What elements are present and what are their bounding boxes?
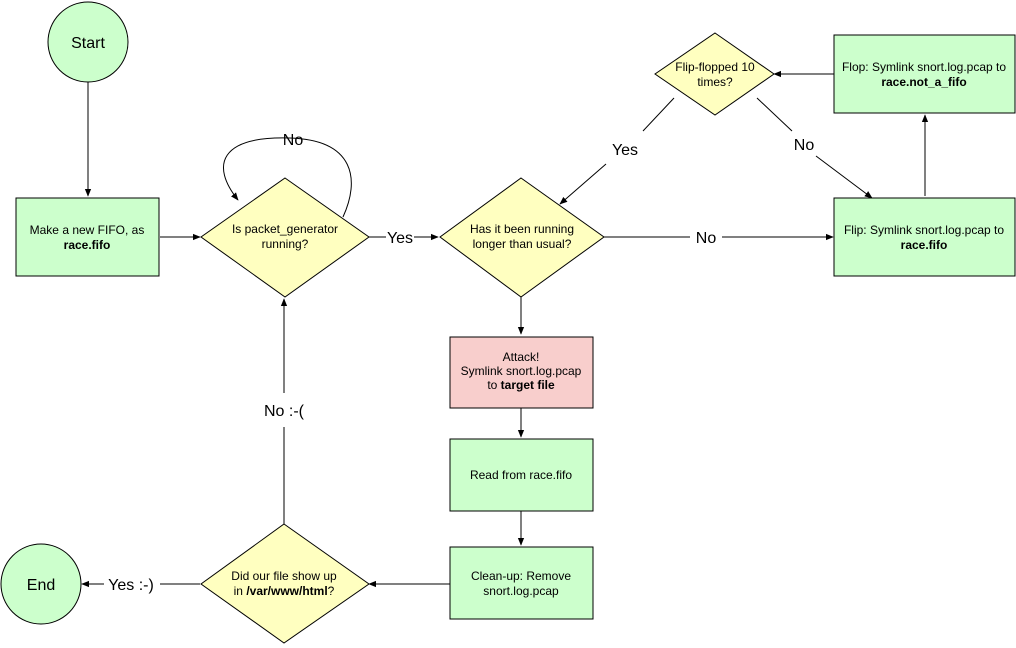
node-flop: Flop: Symlink snort.log.pcap to race.not…: [833, 34, 1016, 114]
flip-box: [833, 197, 1016, 277]
edge-flipflop-no-b: [815, 155, 873, 199]
file-show-line1: Did our file show up: [231, 569, 337, 583]
flop-line2: race.not_a_fifo: [881, 75, 966, 89]
attack-line1: Attack!: [503, 350, 540, 364]
edge-label-no-sad: No :-(: [264, 403, 305, 420]
running-longer-line2: longer than usual?: [473, 237, 572, 251]
node-file-show: Did our file show up in /var/www/html?: [200, 523, 370, 644]
flip-line2: race.fifo: [901, 238, 948, 252]
make-fifo-box: [15, 197, 160, 277]
file-show-diamond: [200, 523, 370, 644]
edge-label-yes-running: Yes: [387, 230, 413, 247]
is-running-line2: running?: [262, 237, 309, 251]
file-show-line2-path: /var/www/html: [246, 584, 327, 598]
edge-labels: No Yes No Yes No No :-( Yes :-): [108, 132, 814, 594]
node-cleanup: Clean-up: Remove snort.log.pcap: [449, 546, 594, 620]
flip-flopped-line1: Flip-flopped 10: [675, 60, 755, 74]
attack-line2: Symlink snort.log.pcap: [461, 364, 582, 378]
edge-label-no-flipflop: No: [794, 137, 815, 154]
edge-is-running-no-loop: [223, 137, 352, 218]
file-show-line2-suffix: ?: [328, 584, 335, 598]
node-end: End: [0, 543, 82, 625]
is-running-line1: Is packet_generator: [232, 222, 338, 236]
node-flip-flopped: Flip-flopped 10 times?: [654, 32, 775, 116]
file-show-line2: in /var/www/html?: [234, 584, 335, 598]
node-start: Start: [47, 1, 129, 83]
edge-flipflop-yes-a: [642, 97, 675, 132]
attack-line3-target: target file: [501, 378, 555, 392]
cleanup-box: [449, 546, 594, 620]
running-longer-line1: Has it been running: [470, 222, 574, 236]
flip-line1: Flip: Symlink snort.log.pcap to: [844, 223, 1004, 237]
node-running-longer: Has it been running longer than usual?: [439, 177, 605, 298]
edge-label-yes-flipflop: Yes: [612, 142, 638, 159]
edge-label-no-loop: No: [283, 132, 304, 149]
flip-flopped-line2: times?: [697, 75, 733, 89]
node-is-running: Is packet_generator running?: [200, 177, 370, 298]
make-fifo-line2: race.fifo: [64, 238, 111, 252]
edge-label-no-longer: No: [696, 230, 717, 247]
attack-line3: to target file: [487, 378, 555, 392]
node-read-fifo: Read from race.fifo: [449, 438, 594, 512]
node-make-fifo: Make a new FIFO, as race.fifo: [15, 197, 160, 277]
file-show-line2-prefix: in: [234, 584, 247, 598]
start-label: Start: [71, 35, 105, 52]
flop-box: [833, 34, 1016, 114]
start-circle: [47, 1, 129, 83]
node-attack: Attack! Symlink snort.log.pcap to target…: [449, 336, 594, 409]
cleanup-line2: snort.log.pcap: [483, 584, 559, 598]
cleanup-line1: Clean-up: Remove: [471, 569, 571, 583]
edge-label-yes-happy: Yes :-): [108, 577, 154, 594]
edges: [81, 70, 929, 588]
flip-flopped-diamond: [654, 32, 775, 116]
edge-flipflop-yes-b: [559, 163, 607, 205]
edge-flipflop-no-a: [756, 97, 793, 132]
read-fifo-box: [449, 438, 594, 512]
make-fifo-line1: Make a new FIFO, as: [30, 223, 145, 237]
end-label: End: [27, 577, 55, 594]
end-circle: [0, 543, 82, 625]
is-running-diamond: [200, 177, 370, 298]
attack-box: [449, 336, 594, 409]
read-fifo-label: Read from race.fifo: [470, 468, 572, 482]
node-flip: Flip: Symlink snort.log.pcap to race.fif…: [833, 197, 1016, 277]
flop-line1: Flop: Symlink snort.log.pcap to: [842, 60, 1006, 74]
running-longer-diamond: [439, 177, 605, 298]
attack-line3-prefix: to: [487, 378, 500, 392]
